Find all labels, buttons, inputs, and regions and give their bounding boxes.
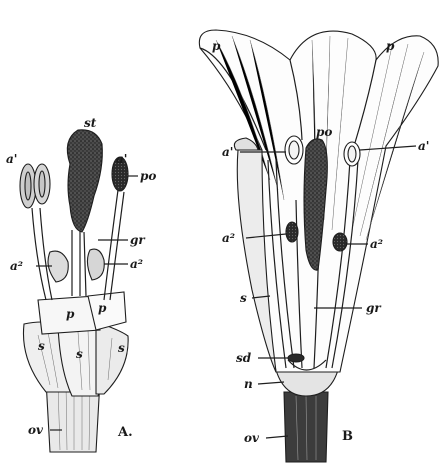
figure-b-label-a2-left: a²	[222, 231, 235, 245]
figure-a-label-s-mid: s	[76, 347, 83, 361]
figure-a-label-st: st	[84, 116, 97, 130]
figure-a-label-p-left: p	[66, 307, 75, 321]
figure-b-label-sd: sd	[236, 351, 252, 365]
figure-b-label-n: n	[244, 377, 253, 391]
figure-b-label-a2-right: a²	[370, 237, 383, 251]
figure-a-label-s-right: s	[118, 341, 125, 355]
figure-b-nectar-gland	[288, 354, 304, 362]
figure-a: st a' a' po gr a² a² p p s s s ov A.	[6, 116, 156, 452]
figure-b-label-a1-left: a'	[222, 145, 233, 159]
figure-b-label-p-right: p	[386, 39, 395, 53]
figure-a-label-s-left: s	[38, 339, 45, 353]
figure-b-panel-letter: B	[342, 429, 353, 444]
figure-a-label-a2-left: a²	[10, 259, 23, 273]
figure-a-label-a1-left: a'	[6, 152, 17, 166]
figure-a-label-po: po	[140, 169, 156, 183]
figure-a-lower-anthers	[48, 249, 104, 282]
figure-b-label-s: s	[240, 291, 247, 305]
figure-a-label-p-right: p	[98, 301, 107, 315]
figure-b-label-a1-right: a'	[418, 139, 429, 153]
figure-b-label-ov: ov	[244, 431, 260, 445]
figure-b-label-p-left: p	[212, 39, 221, 53]
figure-a-label-ov: ov	[28, 423, 44, 437]
figure-b: p p po a' a' a² a² s gr sd n ov B	[199, 30, 438, 462]
figure-a-style	[84, 232, 86, 296]
figure-b-label-gr: gr	[366, 301, 382, 315]
figure-a-left-anthers	[20, 164, 50, 208]
figure-a-label-a2-right: a²	[130, 257, 143, 271]
figure-a-label-gr: gr	[130, 233, 146, 247]
figure-a-label-a1-right: a'	[116, 152, 127, 166]
figure-a-panel-letter: A.	[117, 425, 133, 440]
figure-a-stigma	[67, 130, 102, 232]
figure-b-label-po: po	[316, 125, 332, 139]
figure-b-ovary	[284, 392, 328, 462]
